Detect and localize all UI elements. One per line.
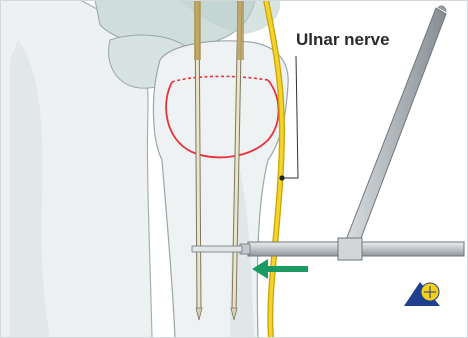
leader-dot	[279, 175, 284, 180]
olecranon-bone	[153, 41, 288, 338]
ulnar-nerve-label: Ulnar nerve	[296, 30, 390, 50]
ao-foundation-logo	[404, 282, 440, 306]
direction-arrow	[252, 259, 308, 279]
